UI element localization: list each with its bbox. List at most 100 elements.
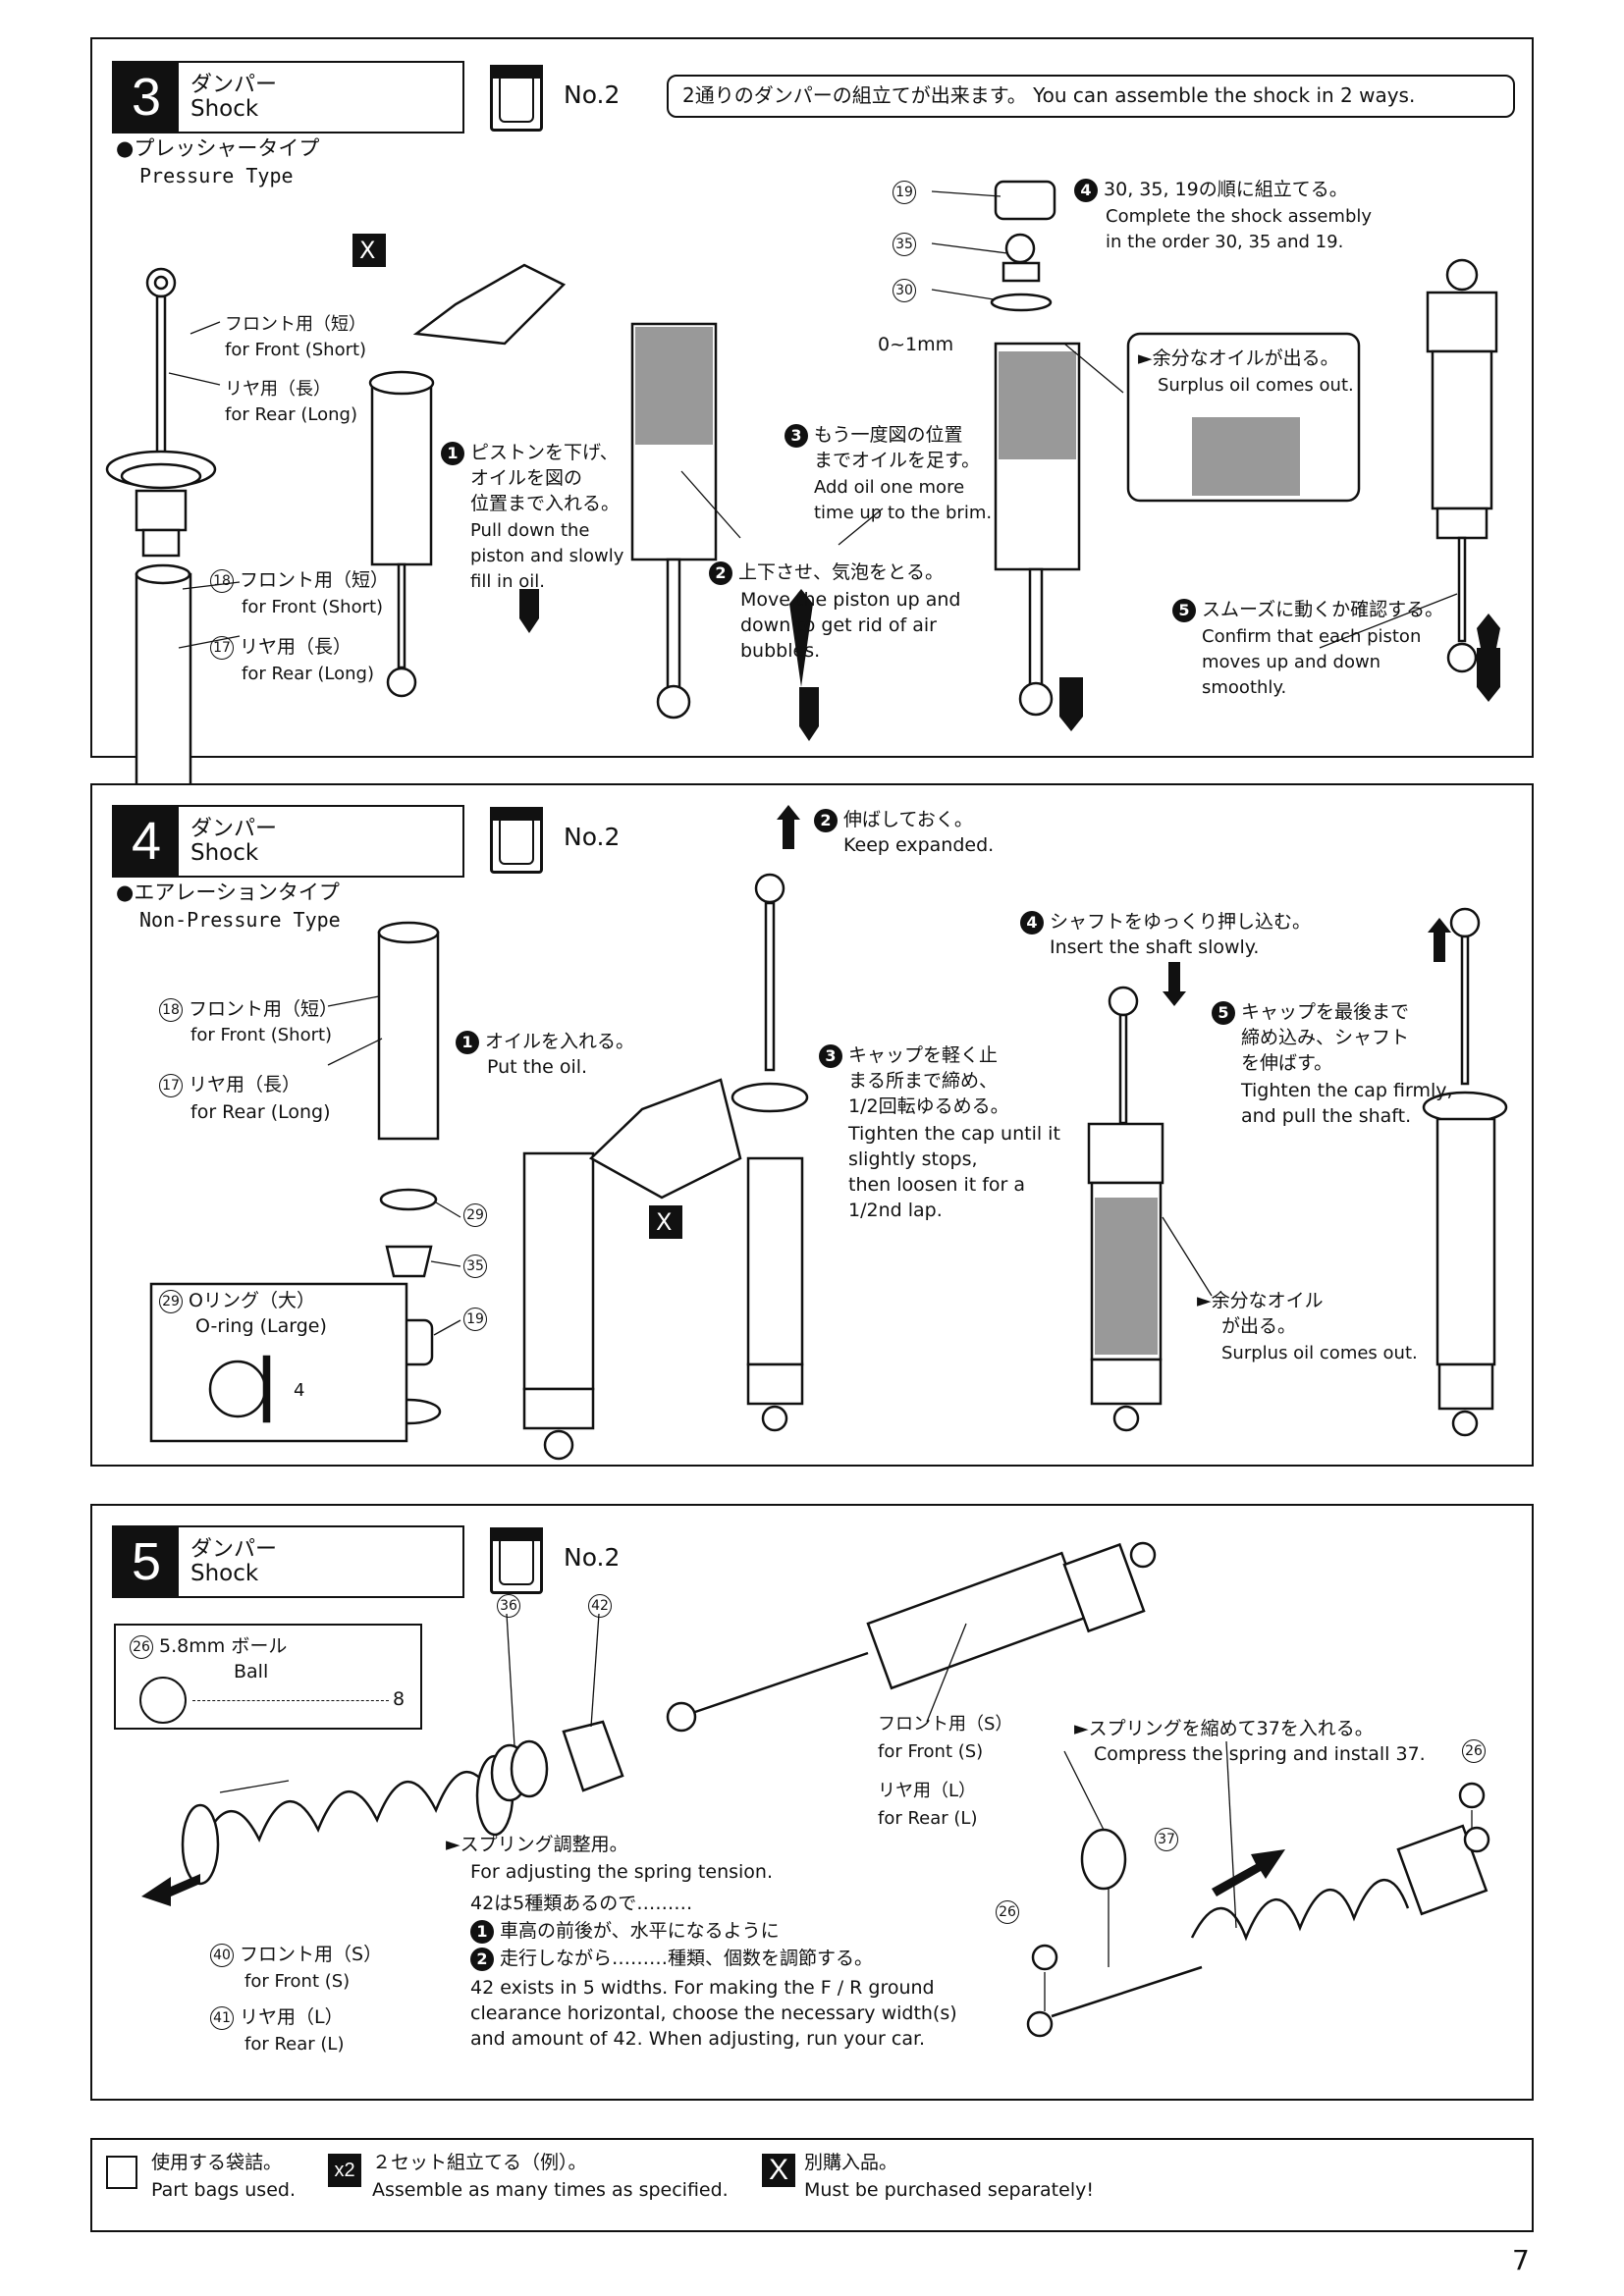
part30-label: 30: [893, 277, 916, 302]
s3-step3-en1: Add oil one more: [814, 477, 965, 498]
bag-icon: [490, 807, 543, 874]
s3-step3-en2: time up to the brim.: [814, 503, 993, 523]
surplus-en: Surplus oil comes out.: [1158, 375, 1354, 396]
bag-number: No.2: [564, 823, 621, 851]
s3-step5-en2: moves up and down: [1202, 652, 1381, 672]
s3-step2: 2 上下させ、気泡をとる。: [709, 560, 944, 585]
part18-en: for Front (Short): [190, 1025, 333, 1045]
s4-step3-jp3: 1/2回転ゆるめる。: [848, 1095, 1009, 1117]
step3-illustration: [105, 180, 1500, 787]
step-title-en: Shock: [190, 96, 259, 122]
part40-en: for Front (S): [244, 1971, 351, 1992]
bag-icon: [490, 65, 543, 132]
p42-en2: clearance horizontal, choose the necessa…: [470, 2002, 957, 2024]
gap-label: 0~1mm: [878, 334, 954, 355]
surplus-jp: ►余分なオイルが出る。: [1138, 347, 1339, 369]
s3-step1-jp3: 位置まで入れる。: [470, 493, 621, 514]
part26-label-bottom: 26: [996, 1898, 1019, 1924]
p42-note-jp: 42は5種類あるので………: [470, 1893, 693, 1914]
part17-label: 17 リヤ用（長）: [159, 1072, 300, 1097]
step-title-en: Shock: [190, 1561, 259, 1586]
s4-step5-jp2: 締め込み、シャフト: [1241, 1027, 1410, 1048]
bag-icon: [490, 1527, 543, 1594]
step3-panel: 3 ダンパー Shock No.2 2通りのダンパーの組立てが出来ます。 You…: [90, 37, 1534, 787]
p42-bullet2: 2 走行しながら………種類、個数を調節する。: [470, 1946, 873, 1971]
oring-qty: 4: [294, 1380, 305, 1401]
part18-label: 18 フロント用（短）: [159, 996, 338, 1022]
bag-number: No.2: [564, 1543, 621, 1572]
s4-surplus-jp1: ►余分なオイル: [1197, 1290, 1324, 1311]
step3-header: 3 ダンパー Shock: [112, 61, 464, 133]
step-title-jp: ダンパー: [190, 73, 278, 97]
s3-step1-jp2: オイルを図の: [470, 467, 583, 489]
part29-label: 29: [463, 1201, 487, 1227]
step4-panel: 4 ダンパー Shock No.2 ●エアレーションタイプ Non-Pressu…: [90, 783, 1534, 1467]
front-s-jp: フロント用（S）: [878, 1714, 1013, 1735]
page-number: 7: [1512, 2244, 1530, 2276]
x-mark: X: [656, 1208, 673, 1236]
s4-step3-en2: slightly stops,: [848, 1148, 978, 1170]
s3-step4-en2: in the order 30, 35 and 19.: [1106, 232, 1344, 252]
non-pressure-type-en: Non-Pressure Type: [139, 908, 341, 932]
bag-number: No.2: [564, 80, 621, 109]
s4-step4-en: Insert the shaft slowly.: [1050, 936, 1260, 958]
s4-step1-en: Put the oil.: [487, 1056, 588, 1078]
p42-en3: and amount of 42. When adjusting, run yo…: [470, 2028, 926, 2050]
s3-step2-en2: down to get rid of air: [740, 614, 937, 636]
s3-step2-en1: Move the piston up and: [740, 589, 961, 611]
legend-x-jp: 別購入品。: [804, 2152, 898, 2173]
step-title-jp: ダンパー: [190, 1537, 278, 1562]
spring-adjust-jp: ►スプリング調整用。: [446, 1834, 628, 1855]
legend-x2-en: Assemble as many times as specified.: [372, 2179, 729, 2201]
s3-step5-en3: smoothly.: [1202, 677, 1287, 698]
s3-step1: 1 ピストンを下げ、: [441, 440, 619, 465]
p42-bullet1: 1 車高の前後が、水平になるように: [470, 1918, 780, 1944]
part42-label: 42: [588, 1592, 612, 1618]
s4-step3-en4: 1/2nd lap.: [848, 1200, 943, 1221]
x2-icon: x2: [328, 2154, 361, 2187]
s3-step2-en3: bubbles.: [740, 640, 821, 662]
ball-en: Ball: [234, 1661, 269, 1682]
s4-step2-en: Keep expanded.: [843, 834, 995, 856]
s3-step1-en3: fill in oil.: [470, 571, 545, 592]
s4-step3: 3 キャップを軽く止: [819, 1042, 998, 1068]
legend-panel: 使用する袋詰。 Part bags used. x2 ２セット組立てる（例）。 …: [90, 2138, 1534, 2232]
s4-step5: 5 キャップを最後まで: [1212, 999, 1409, 1025]
s4-step3-en3: then loosen it for a: [848, 1174, 1026, 1196]
x-mark: X: [359, 237, 376, 264]
assembly-note-box: 2通りのダンパーの組立てが出来ます。 You can assemble the …: [667, 75, 1515, 118]
part17-label: 17 リヤ用（長）: [210, 634, 352, 660]
part41-en: for Rear (L): [244, 2034, 345, 2055]
rear-l-en: for Rear (L): [878, 1808, 978, 1829]
s3-step4: 4 30, 35, 19の順に組立てる。: [1074, 177, 1348, 202]
pressure-type-en: Pressure Type: [139, 164, 294, 187]
step-number: 3: [114, 63, 179, 132]
step4-illustration: [149, 805, 1508, 1461]
part37-label: 37: [1155, 1826, 1178, 1851]
s3-step5: 5 スムーズに動くか確認する。: [1172, 597, 1443, 622]
s3-step3-jp2: までオイルを足す。: [814, 450, 981, 471]
ball-icon: [139, 1677, 187, 1724]
front-short-jp: フロント用（短）: [225, 314, 366, 335]
s3-step5-en1: Confirm that each piston: [1202, 626, 1422, 647]
part17-en: for Rear (Long): [242, 664, 374, 684]
s4-step3-en1: Tighten the cap until it: [848, 1123, 1060, 1145]
s4-step1: 1 オイルを入れる。: [456, 1029, 634, 1054]
step5-header: 5 ダンパー Shock: [112, 1525, 464, 1598]
oring-jp: 29 Oリング（大）: [159, 1288, 315, 1313]
compress-en: Compress the spring and install 37.: [1094, 1743, 1426, 1765]
s4-step2: 2 伸ばしておく。: [814, 807, 973, 832]
s4-step5-en1: Tighten the cap firmly,: [1241, 1080, 1453, 1101]
part35-label: 35: [463, 1253, 487, 1278]
front-s-en: for Front (S): [878, 1741, 984, 1762]
legend-bag-jp: 使用する袋詰。: [151, 2152, 283, 2173]
front-short-en: for Front (Short): [225, 340, 367, 360]
part40-label: 40 フロント用（S）: [210, 1942, 382, 1967]
non-pressure-type-jp: ●エアレーションタイプ: [116, 881, 340, 904]
compress-jp: ►スプリングを縮めて37を入れる。: [1074, 1718, 1374, 1739]
oring-en: O-ring (Large): [195, 1315, 327, 1337]
part26-label-top: 26: [1462, 1737, 1486, 1763]
s3-step1-en2: piston and slowly: [470, 546, 624, 566]
s4-surplus-en: Surplus oil comes out.: [1221, 1343, 1418, 1363]
part18-en: for Front (Short): [242, 597, 384, 617]
